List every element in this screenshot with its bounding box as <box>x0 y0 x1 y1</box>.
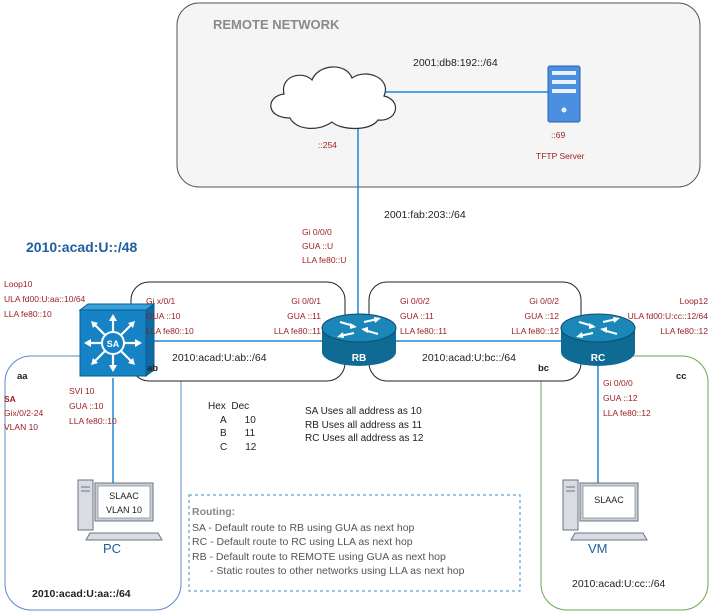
router-rb-icon <box>321 313 397 366</box>
vm-label: VM <box>588 541 608 556</box>
rc-loop-name: Loop12 <box>679 296 708 306</box>
pc-screen-text: SLAAC VLAN 10 <box>100 490 148 516</box>
sa-svi-interface: SVI 10 GUA ::10 LLA fe80::10 <box>69 386 117 427</box>
rb-g002-name: Gi 0/0/2 <box>400 296 430 306</box>
hex-row: C 12 <box>220 442 256 455</box>
pc-screen-line: VLAN 10 <box>105 505 143 515</box>
hex-dec-header: Hex Dec <box>208 401 256 414</box>
pc-icon <box>77 479 163 541</box>
sa-loop-name: Loop10 <box>4 279 33 289</box>
hex-dec-table: Hex Dec A 10 B 11 C 12 <box>208 401 256 454</box>
routing-line: SA - Default route to RB using GUA as ne… <box>192 521 415 534</box>
hex-value: B <box>220 428 227 439</box>
sa-loopback: Loop10 ULA fd00:U:aa::10/64 LLA fe80::10 <box>4 279 85 320</box>
cloud-address: ::254 <box>318 140 337 150</box>
routing-notes: Routing: SA - Default route to RB using … <box>192 505 464 579</box>
sa-gi-lla: LLA fe80::10 <box>146 326 194 336</box>
sa-loop-lla: LLA fe80::10 <box>4 309 52 319</box>
address-usage-notes: SA Uses all address as 10 RB Uses all ad… <box>305 406 423 446</box>
hex-header: Hex <box>208 401 226 412</box>
hex-value: C <box>220 441 228 453</box>
lan-cc-prefix: 2010:acad:U:cc::/64 <box>572 578 666 590</box>
dec-header: Dec <box>231 401 250 412</box>
rc-loop-ula: ULA fd00:U:cc::12/64 <box>627 311 708 321</box>
sa-svi-name: SVI 10 <box>69 386 95 396</box>
routing-line: - Static routes to other networks using … <box>210 565 465 577</box>
rc-g000-gua: GUA ::12 <box>603 393 638 403</box>
routing-title: Routing: <box>192 506 236 518</box>
dec-value: 10 <box>244 414 256 426</box>
rc-loop-lla: LLA fe80::12 <box>660 326 708 336</box>
sa-svi-lla: LLA fe80::10 <box>69 416 117 426</box>
rc-g000-name: Gi 0/0/0 <box>603 378 633 388</box>
hex-row: A 10 <box>220 415 256 428</box>
rb-g000-gua: GUA ::U <box>302 241 334 251</box>
lan-cc-label: cc <box>676 371 687 382</box>
usage-note-sa: SA Uses all address as 10 <box>305 406 422 417</box>
switch-sa-icon <box>78 303 156 377</box>
hex-row: B 11 <box>220 428 256 441</box>
usage-note-rc: RC Uses all address as 12 <box>305 433 424 444</box>
link-ab-label: ab <box>147 363 159 374</box>
sa-svi-gua: GUA ::10 <box>69 401 104 411</box>
routing-line: RC - Default route to RC using LLA as ne… <box>192 536 413 548</box>
dec-value: 11 <box>244 428 256 439</box>
rc-g002-name: Gi 0/0/2 <box>529 296 559 306</box>
rb-g001-lla: LLA fe80::11 <box>273 326 321 336</box>
dec-value: 12 <box>245 441 257 453</box>
sa-ports-range: Gix/0/2-24 <box>4 408 44 418</box>
rc-g002-lla: LLA fe80::12 <box>511 326 559 336</box>
cloud-icon <box>270 66 396 130</box>
transit-prefix: 2001:fab:203::/64 <box>384 209 466 221</box>
routing-line: RB - Default route to REMOTE using GUA a… <box>192 550 446 563</box>
link-bc-prefix: 2010:acad:U:bc::/64 <box>422 352 516 364</box>
rc-loopback: Loop12 ULA fd00:U:cc::12/64 LLA fe80::12 <box>612 296 708 337</box>
rb-g000-lla: LLA fe80::U <box>302 255 347 265</box>
router-rc-icon <box>560 313 636 366</box>
sa-name: SA <box>107 339 120 349</box>
rc-name: RC <box>591 353 605 364</box>
rc-g000-lla: LLA fe80::12 <box>603 408 651 418</box>
sa-loop-ula: ULA fd00:U:aa::10/64 <box>4 294 86 304</box>
rb-g000-interface: Gi 0/0/0 GUA ::U LLA fe80::U <box>302 227 346 266</box>
remote-network-prefix: 2001:db8:192::/64 <box>413 57 498 69</box>
site-prefix: 2010:acad:U::/48 <box>26 239 138 255</box>
rb-g001-name: Gi 0/0/1 <box>291 296 321 306</box>
rb-g002-lla: LLA fe80::11 <box>400 326 448 336</box>
sa-ports-vlan: VLAN 10 <box>4 422 39 432</box>
routing-box <box>188 494 521 592</box>
usage-note-rb: RB Uses all address as 11 <box>305 419 423 431</box>
vm-screen-text: SLAAC <box>585 494 633 506</box>
rc-g002-interface: Gi 0/0/2 GUA ::12 LLA fe80::12 <box>502 296 559 337</box>
link-ab-prefix: 2010:acad:U:ab::/64 <box>172 352 267 364</box>
link-bc-label: bc <box>538 363 550 374</box>
sa-gi-gua: GUA ::10 <box>146 311 181 321</box>
vm-icon <box>562 479 648 541</box>
rb-g001-interface: Gi 0/0/1 GUA ::11 LLA fe80::11 <box>265 296 321 337</box>
lan-aa-prefix: 2010:acad:U:aa::/64 <box>32 588 131 600</box>
vm-screen-line: SLAAC <box>594 495 624 505</box>
lan-aa-label: aa <box>17 371 28 382</box>
rc-g002-gua: GUA ::12 <box>524 311 560 321</box>
rb-g000-name: Gi 0/0/0 <box>302 227 332 237</box>
remote-network-title: REMOTE NETWORK <box>213 17 340 32</box>
server-address: ::69 <box>551 130 566 140</box>
sa-gi-interface: Gi x/0/1 GUA ::10 LLA fe80::10 <box>146 296 194 337</box>
pc-screen-line: SLAAC <box>109 491 139 501</box>
rc-g000-interface: Gi 0/0/0 GUA ::12 LLA fe80::12 <box>603 378 651 419</box>
sa-gi-name: Gi x/0/1 <box>146 296 176 306</box>
rb-g002-interface: Gi 0/0/2 GUA ::11 LLA fe80::11 <box>400 296 447 337</box>
rb-name: RB <box>352 353 366 364</box>
rb-g002-gua: GUA ::11 <box>400 311 434 321</box>
pc-label: PC <box>103 541 122 556</box>
sa-access-ports: SA Gix/0/2-24 VLAN 10 <box>4 394 43 433</box>
sa-ports-title: SA <box>4 394 16 404</box>
rb-g001-gua: GUA ::11 <box>287 311 321 321</box>
server-icon <box>547 65 581 123</box>
hex-value: A <box>220 414 227 426</box>
server-label: TFTP Server <box>536 151 585 161</box>
remote-network-region <box>176 2 701 188</box>
